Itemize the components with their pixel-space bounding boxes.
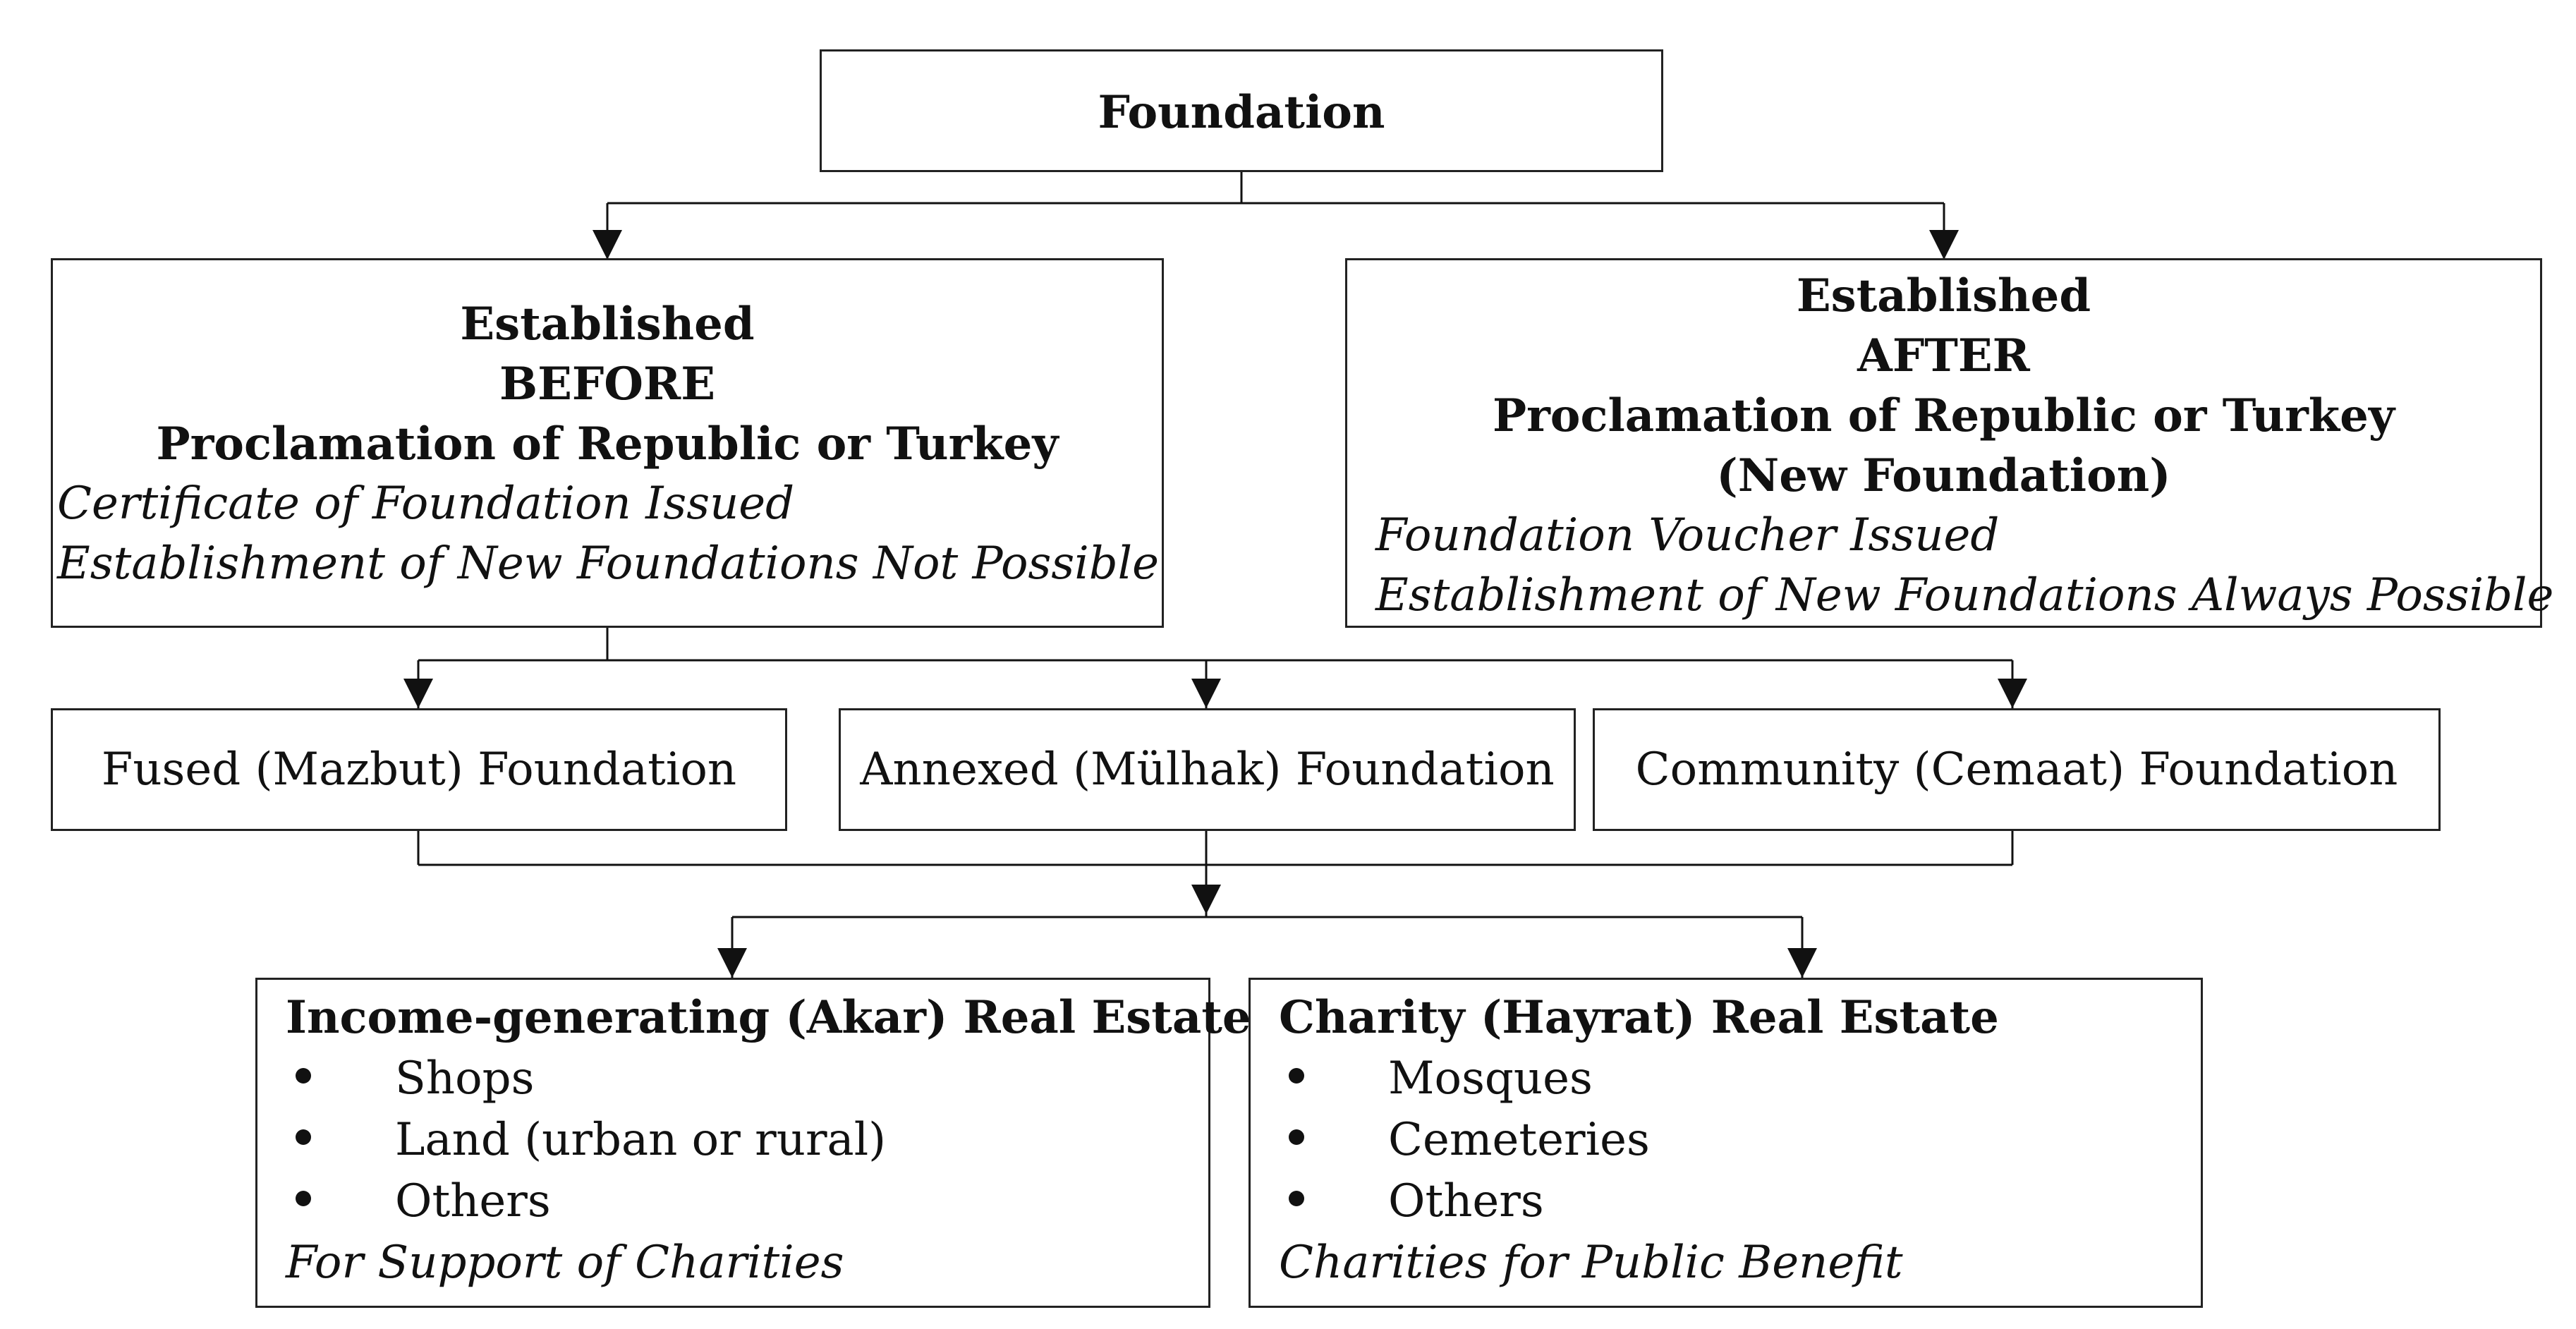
- after-note-establishment: Establishment of New Foundations Always …: [1375, 569, 2554, 621]
- income-list: Shops Land (urban or rural) Others: [286, 1048, 1208, 1232]
- charity-real-estate-box: Charity (Hayrat) Real Estate Mosques Cem…: [1248, 978, 2203, 1308]
- before-line-established: Established: [460, 298, 755, 351]
- before-line-proclamation: Proclamation of Republic or Turkey: [156, 418, 1059, 471]
- foundation-root-box: Foundation: [820, 49, 1663, 172]
- list-item: Others: [1279, 1171, 2201, 1232]
- charity-footer: Charities for Public Benefit: [1279, 1237, 1903, 1289]
- after-line-proclamation: Proclamation of Republic or Turkey: [1492, 389, 2395, 442]
- bullet-icon: [296, 1068, 311, 1084]
- charity-title: Charity (Hayrat) Real Estate: [1279, 991, 1999, 1044]
- after-note-voucher: Foundation Voucher Issued: [1375, 509, 2000, 562]
- after-line-new-foundation: (New Foundation): [1716, 449, 2171, 502]
- list-item: Mosques: [1279, 1048, 2201, 1110]
- arrowhead-community-icon: [1998, 679, 2027, 708]
- income-title: Income-generating (Akar) Real Estate: [286, 991, 1251, 1044]
- after-line-after: AFTER: [1857, 329, 2030, 382]
- arrowhead-after-icon: [1929, 230, 1959, 260]
- established-before-box: Established BEFORE Proclamation of Repub…: [51, 258, 1164, 628]
- fused-foundation-label: Fused (Mazbut) Foundation: [101, 744, 737, 796]
- before-note-certificate: Certificate of Foundation Issued: [57, 478, 795, 530]
- arrowhead-before-icon: [593, 230, 622, 260]
- community-foundation-box: Community (Cemaat) Foundation: [1593, 708, 2441, 831]
- list-item: Cemeteries: [1279, 1110, 2201, 1171]
- list-item: Shops: [286, 1048, 1208, 1110]
- list-item: Land (urban or rural): [286, 1110, 1208, 1171]
- after-line-established: Established: [1796, 269, 2091, 322]
- arrowhead-charity-icon: [1787, 948, 1817, 978]
- bullet-icon: [1289, 1068, 1304, 1084]
- before-note-establishment: Establishment of New Foundations Not Pos…: [57, 538, 1159, 590]
- arrowhead-merge-icon: [1191, 885, 1221, 914]
- arrowhead-annexed-icon: [1191, 679, 1221, 708]
- bullet-icon: [1289, 1191, 1304, 1206]
- annexed-foundation-label: Annexed (Mülhak) Foundation: [860, 744, 1555, 796]
- arrowhead-income-icon: [717, 948, 747, 978]
- fused-foundation-box: Fused (Mazbut) Foundation: [51, 708, 787, 831]
- before-line-before: BEFORE: [499, 358, 716, 411]
- established-after-box: Established AFTER Proclamation of Republ…: [1345, 258, 2554, 628]
- income-footer: For Support of Charities: [286, 1237, 844, 1289]
- foundation-root-title: Foundation: [1098, 86, 1385, 139]
- charity-list: Mosques Cemeteries Others: [1279, 1048, 2201, 1232]
- annexed-foundation-box: Annexed (Mülhak) Foundation: [839, 708, 1576, 831]
- list-item: Others: [286, 1171, 1208, 1232]
- income-real-estate-box: Income-generating (Akar) Real Estate Sho…: [255, 978, 1251, 1308]
- bullet-icon: [296, 1191, 311, 1206]
- bullet-icon: [296, 1129, 311, 1145]
- arrowhead-fused-icon: [403, 679, 433, 708]
- community-foundation-label: Community (Cemaat) Foundation: [1635, 744, 2398, 796]
- bullet-icon: [1289, 1129, 1304, 1145]
